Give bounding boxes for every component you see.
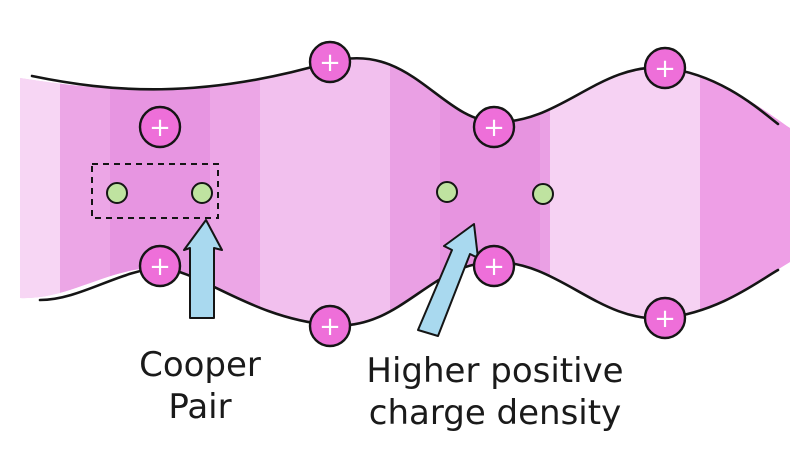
ion-plus-sign: + [483, 113, 505, 143]
ion-circle [138, 105, 182, 149]
ion-bottom-1: + [138, 244, 182, 288]
electrons [106, 181, 554, 205]
ion-plus-sign: + [149, 113, 171, 143]
ion-circle [308, 304, 352, 348]
cooper-pair-arrow [183, 219, 223, 319]
electron [191, 182, 213, 204]
ion-plus-sign: + [149, 252, 171, 282]
cooper-pair-label-line2: Pair [168, 387, 232, 427]
cooper-pair-label: Cooper Pair [120, 344, 280, 428]
ion-top-4: + [643, 46, 687, 90]
band-top-outline [30, 56, 780, 126]
ion-top-1: + [138, 105, 182, 149]
ion-circle [643, 296, 687, 340]
band-light-region-right [550, 58, 700, 326]
ion-plus-sign: + [654, 304, 676, 334]
ion-plus-sign: + [319, 48, 341, 78]
ion-bottom-4: + [643, 296, 687, 340]
electron [436, 181, 458, 203]
ion-circle [308, 40, 352, 84]
ion-top-3: + [472, 105, 516, 149]
ion-circle [472, 105, 516, 149]
band-light-region [20, 58, 60, 326]
electron [532, 183, 554, 205]
lattice-band [20, 58, 790, 326]
ion-plus-sign: + [319, 312, 341, 342]
ion-circle [138, 244, 182, 288]
charge-density-arrow [417, 223, 479, 337]
band-mid-region [260, 58, 390, 326]
charge-density-label-line1: Higher positive [366, 351, 624, 391]
ion-circle [472, 244, 516, 288]
positive-ions: + + + + + + + + [138, 40, 687, 348]
ion-plus-sign: + [483, 252, 505, 282]
ion-bottom-3: + [472, 244, 516, 288]
ion-top-2: + [308, 40, 352, 84]
charge-density-label-line2: charge density [368, 393, 622, 433]
cooper-pair-label-line1: Cooper [139, 345, 261, 385]
ion-plus-sign: + [654, 54, 676, 84]
band-dense-edge-right [700, 58, 790, 326]
electron [106, 182, 128, 204]
ion-bottom-2: + [308, 304, 352, 348]
ion-circle [643, 46, 687, 90]
charge-density-label: Higher positive charge density [350, 350, 640, 434]
cooper-pair-box [91, 163, 219, 219]
